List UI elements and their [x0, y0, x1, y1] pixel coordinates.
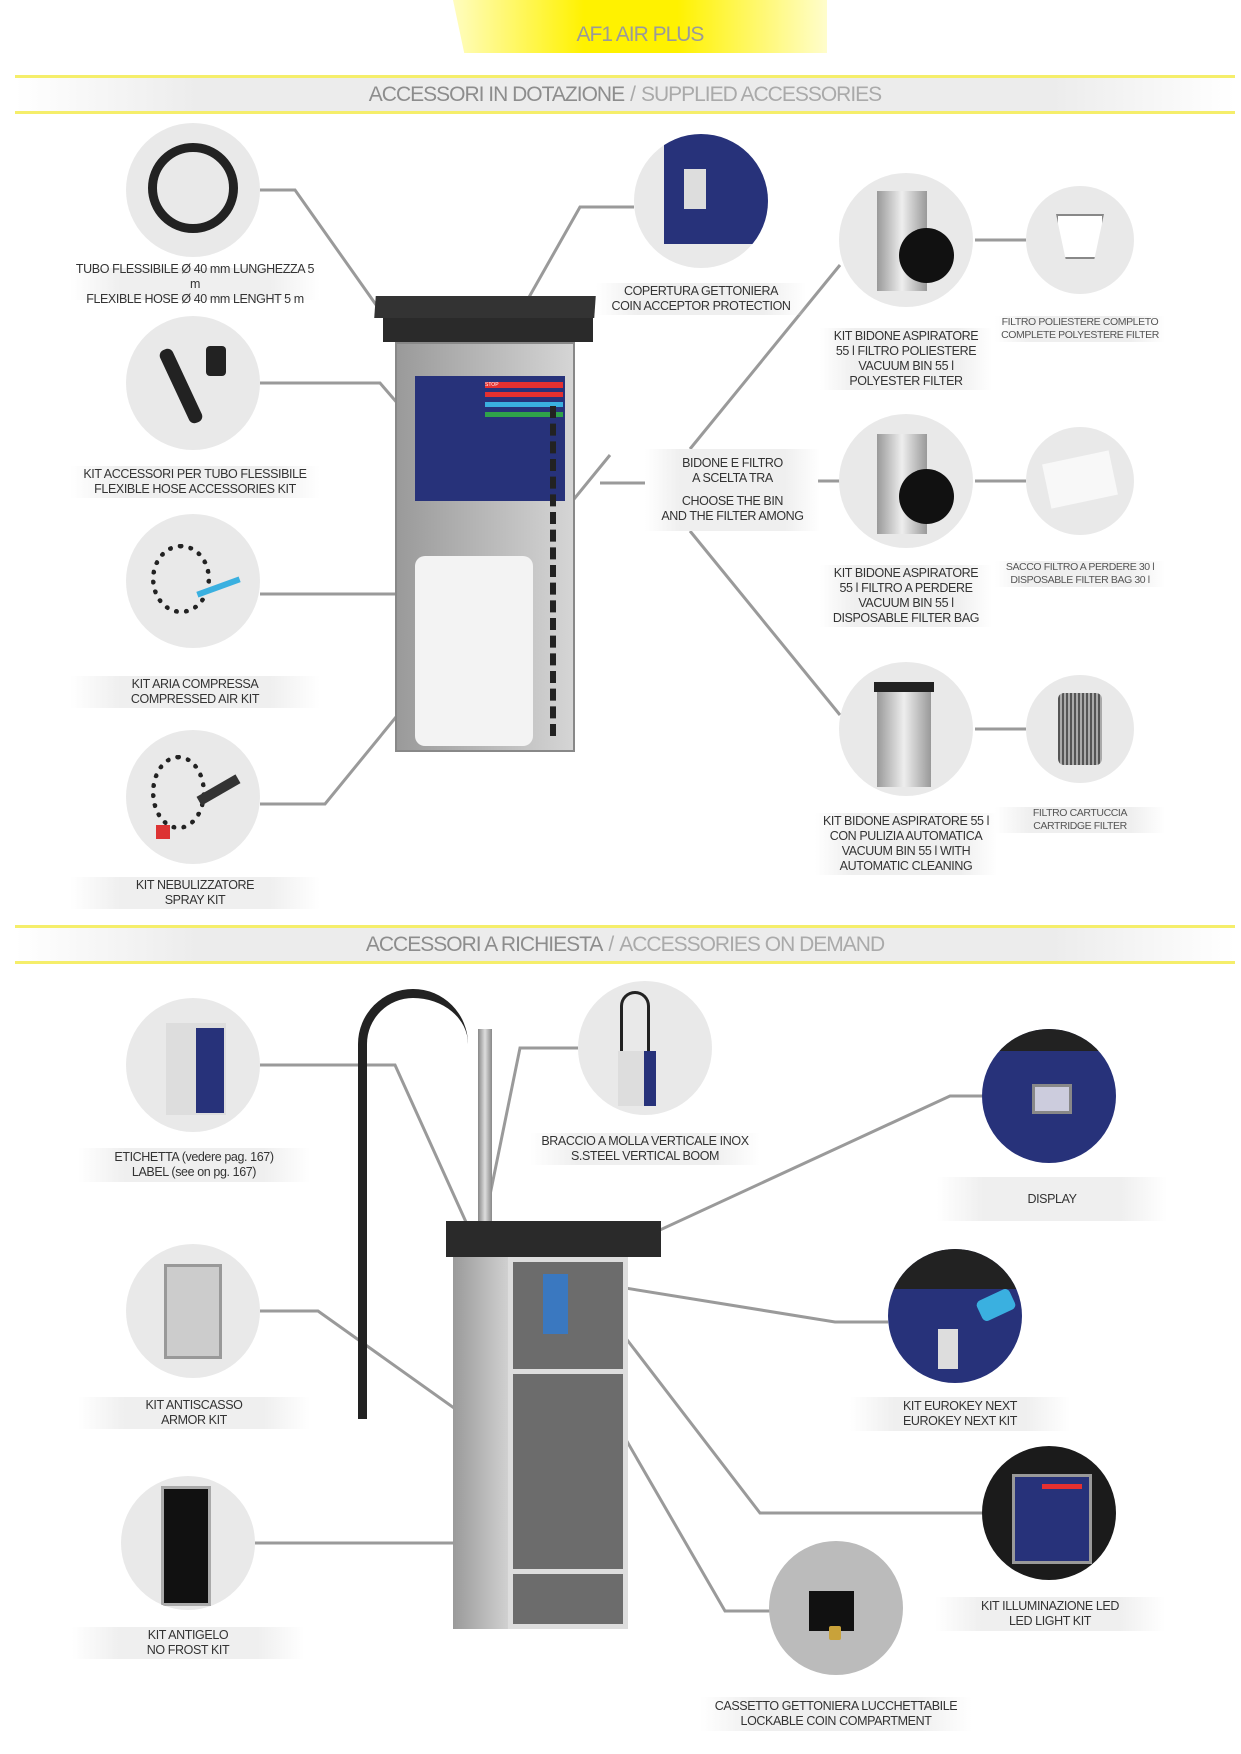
label-it: KIT EUROKEY NEXT — [902, 1399, 1017, 1413]
lockable-coin-compartment-image — [769, 1541, 903, 1675]
label-it: KIT ACCESSORI PER TUBO FLESSIBILE — [83, 467, 307, 481]
spray-kit-image — [126, 730, 260, 864]
label-en: LOCKABLE COIN COMPARTMENT — [740, 1714, 932, 1728]
coin-acceptor-protection-image — [634, 134, 768, 268]
label-en: COIN ACCEPTOR PROTECTION — [611, 299, 791, 313]
eurokey-image — [888, 1249, 1022, 1383]
vertical-boom-image — [578, 981, 712, 1115]
label-it: FILTRO CARTUCCIA — [1032, 807, 1128, 819]
label-it: TUBO FLESSIBILE Ø 40 mm LUNGHEZZA 5 m — [75, 261, 315, 291]
label-it: KIT ILLUMINAZIONE LED — [981, 1599, 1119, 1613]
label-it: 55 l FILTRO POLIESTERE — [835, 344, 977, 358]
label-it: FILTRO POLIESTERE COMPLETO — [1001, 316, 1159, 328]
label-it: KIT NEBULIZZATORE — [135, 878, 255, 892]
label-kit-label: ETICHETTA (vedere pag. 167)LABEL (see on… — [78, 1148, 310, 1182]
led-light-kit-image — [982, 1446, 1116, 1580]
section-header-supplied: ACCESSORI IN DOTAZIONE/SUPPLIED ACCESSOR… — [15, 75, 1235, 114]
label-it: KIT BIDONE ASPIRATORE — [833, 566, 979, 580]
label-en: LABEL (see on pg. 167) — [131, 1165, 257, 1179]
label-kit-image — [126, 998, 260, 1132]
label-en: AND THE FILTER AMONG — [661, 509, 804, 523]
label-it: ETICHETTA (vedere pag. 167) — [114, 1150, 274, 1164]
machine-image-supplied: STOP — [374, 296, 627, 756]
label-it: CON PULIZIA AUTOMATICA — [829, 829, 983, 843]
separator: / — [630, 82, 636, 106]
no-frost-kit-image — [121, 1476, 255, 1610]
label-it: COPERTURA GETTONIERA — [623, 284, 779, 298]
section-title-en: SUPPLIED ACCESSORIES — [640, 82, 882, 106]
label-it: KIT ANTISCASSO — [145, 1398, 243, 1412]
section-title-it: ACCESSORI IN DOTAZIONE — [368, 82, 625, 106]
label-it: KIT BIDONE ASPIRATORE — [833, 329, 979, 343]
label-it: SACCO FILTRO A PERDERE 30 l — [1005, 561, 1155, 573]
bin-disposable-image — [839, 414, 973, 548]
label-en: CHOOSE THE BIN — [681, 494, 784, 508]
section-title-it: ACCESSORI A RICHIESTA — [365, 932, 604, 956]
label-it: BRACCIO A MOLLA VERTICALE INOX — [541, 1134, 749, 1148]
display-image — [982, 1029, 1116, 1163]
label-en: LED LIGHT KIT — [1008, 1614, 1092, 1628]
bin-auto-cleaning-image — [839, 662, 973, 796]
flexible-hose-image — [126, 123, 260, 257]
label-en: CARTRIDGE FILTER — [1033, 820, 1127, 832]
stop-bar: STOP — [485, 382, 563, 388]
label-it: CASSETTO GETTONIERA LUCCHETTABILE — [714, 1699, 958, 1713]
filter-bag-image — [1026, 427, 1134, 535]
armor-kit-image — [126, 1244, 260, 1378]
label-en: VACUUM BIN 55 l WITH — [841, 844, 971, 858]
section-title-en: ACCESSORIES ON DEMAND — [619, 932, 885, 956]
label-en: DISPOSABLE FILTER BAG — [832, 611, 980, 625]
label-it: BIDONE E FILTRO — [682, 456, 783, 470]
label-en: COMPRESSED AIR KIT — [130, 692, 260, 706]
bin-polyester-image — [839, 173, 973, 307]
label-en: AUTOMATIC CLEANING — [839, 859, 973, 873]
label-en: VACUUM BIN 55 l — [858, 359, 954, 373]
label-en: COMPLETE POLYESTERE FILTER — [1001, 329, 1159, 341]
page-title: AF1 AIR PLUS — [576, 23, 705, 46]
display-label: DISPLAY — [937, 1177, 1167, 1221]
label-en: POLYESTER FILTER — [849, 374, 963, 388]
label-en: EUROKEY NEXT KIT — [902, 1414, 1017, 1428]
label-en: VACUUM BIN 55 l — [858, 596, 954, 610]
label-en: NO FROST KIT — [146, 1643, 230, 1657]
label-it: A SCELTA TRA — [692, 471, 773, 485]
compressed-air-kit-image — [126, 514, 260, 648]
label-it: KIT ARIA COMPRESSA — [131, 677, 259, 691]
polyester-filter-image — [1026, 186, 1134, 294]
title-banner: AF1 AIR PLUS — [453, 0, 827, 53]
label-en: DISPOSABLE FILTER BAG 30 l — [1010, 574, 1150, 586]
label-it: 55 l FILTRO A PERDERE — [839, 581, 973, 595]
label-en: SPRAY KIT — [164, 893, 226, 907]
label-en: ARMOR KIT — [161, 1413, 227, 1427]
label-en: DISPLAY — [1027, 1191, 1077, 1206]
separator: / — [608, 932, 614, 956]
section-header-demand: ACCESSORI A RICHIESTA/ACCESSORIES ON DEM… — [15, 925, 1235, 964]
label-it: KIT ANTIGELO — [147, 1628, 229, 1642]
label-en: FLEXIBLE HOSE ACCESSORIES KIT — [94, 482, 296, 496]
hose-accessories-image — [126, 316, 260, 450]
machine-image-demand — [358, 989, 663, 1639]
cartridge-filter-image — [1026, 675, 1134, 783]
label-en: S.STEEL VERTICAL BOOM — [570, 1149, 720, 1163]
label-it: KIT BIDONE ASPIRATORE 55 l — [822, 814, 990, 828]
label-en: FLEXIBLE HOSE Ø 40 mm LENGHT 5 m — [86, 291, 304, 306]
